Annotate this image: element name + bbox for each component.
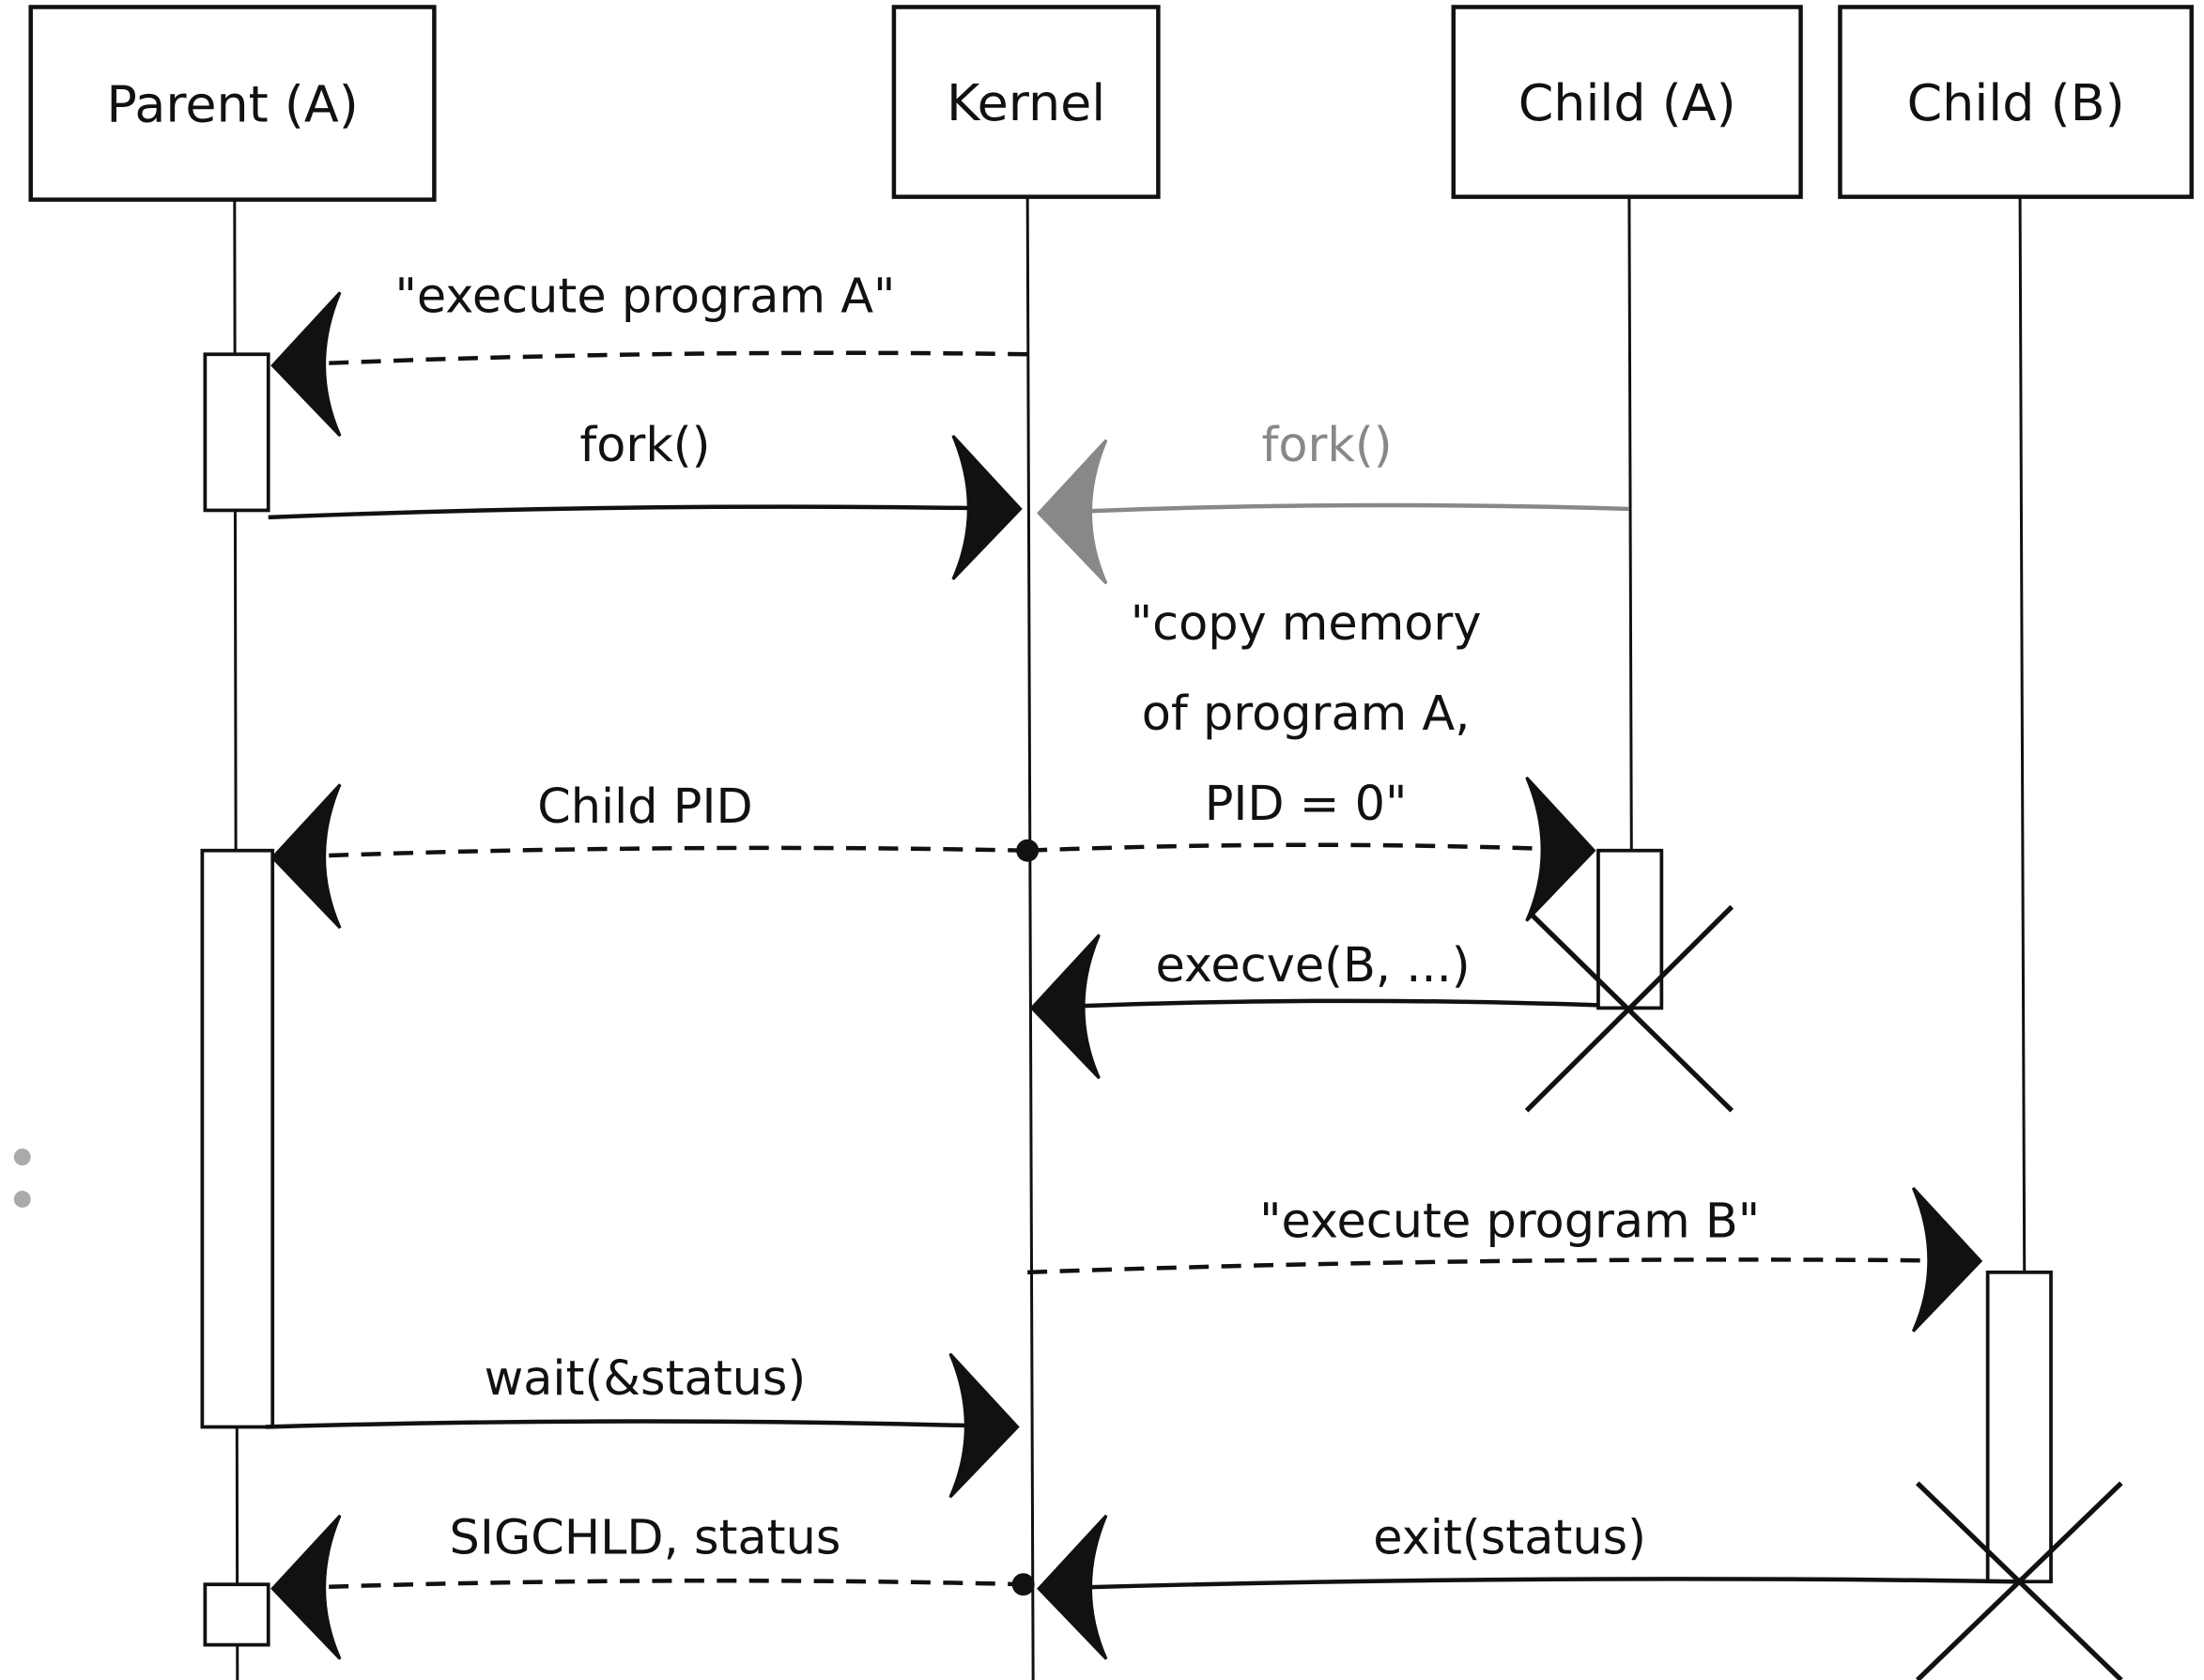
participant-label-kernel: Kernel [947, 73, 1105, 132]
arrowhead-icon [270, 783, 342, 930]
message-label: fork() [1261, 418, 1392, 473]
message-label: PID = 0" [1205, 777, 1408, 832]
message-label: "copy memory [1131, 596, 1482, 652]
participant-box-parent [28, 5, 437, 202]
termination-x-icon [1915, 1481, 2123, 1680]
message-arrow [272, 845, 1028, 860]
message-label: fork() [579, 418, 710, 473]
junction-dot [1016, 839, 1040, 862]
arrowhead-icon [1029, 933, 1101, 1080]
participant-box-kernel [891, 5, 1161, 199]
message-arrow [1027, 842, 1595, 853]
message-label: SIGCHLD, status [450, 1510, 841, 1565]
arrowhead-icon [1911, 1187, 1983, 1333]
arrowhead-icon [1525, 776, 1596, 922]
message-label: of program A, [1142, 686, 1471, 742]
message-label: "execute program A" [394, 269, 895, 324]
message-arrow [268, 504, 1021, 520]
arrowhead-icon [270, 291, 342, 438]
lifeline-kernel [1025, 196, 1035, 1680]
message-arrow [265, 1419, 1018, 1429]
message-label: execve(B, ...) [1155, 938, 1470, 994]
message-label: Child PID [537, 779, 752, 835]
activation-box [200, 848, 275, 1429]
participant-label-parent: Parent (A) [106, 74, 358, 133]
arrowhead-icon [951, 435, 1023, 580]
participant-label-childA: Child (A) [1518, 73, 1736, 132]
arrowhead-icon [270, 1514, 342, 1660]
activation-box [203, 1582, 270, 1647]
activation-box [1985, 1270, 2053, 1584]
arrowhead-icon [1037, 1514, 1108, 1660]
drag-handle-dot [13, 1191, 31, 1208]
termination-x-icon [1524, 904, 1734, 1113]
message-arrow [1027, 1257, 1981, 1275]
drag-handle-dot [13, 1148, 31, 1166]
message-arrow [1039, 502, 1629, 516]
arrowhead-icon [948, 1352, 1020, 1499]
message-arrow [1031, 998, 1599, 1010]
message-label: exit(status) [1373, 1510, 1646, 1565]
arrowhead-icon [1037, 439, 1108, 585]
activation-box [203, 352, 270, 513]
message-label: wait(&status) [485, 1351, 807, 1407]
participant-box-childB [1838, 5, 2194, 199]
message-label: "execute program B" [1259, 1194, 1760, 1249]
participant-box-childA [1451, 5, 1803, 199]
message-arrow [272, 350, 1028, 368]
participant-label-childB: Child (B) [1907, 73, 2125, 132]
message-arrow [1039, 1577, 2016, 1591]
activation-box [1596, 848, 1664, 1010]
message-arrow [272, 1579, 1028, 1591]
junction-dot [1011, 1573, 1035, 1596]
